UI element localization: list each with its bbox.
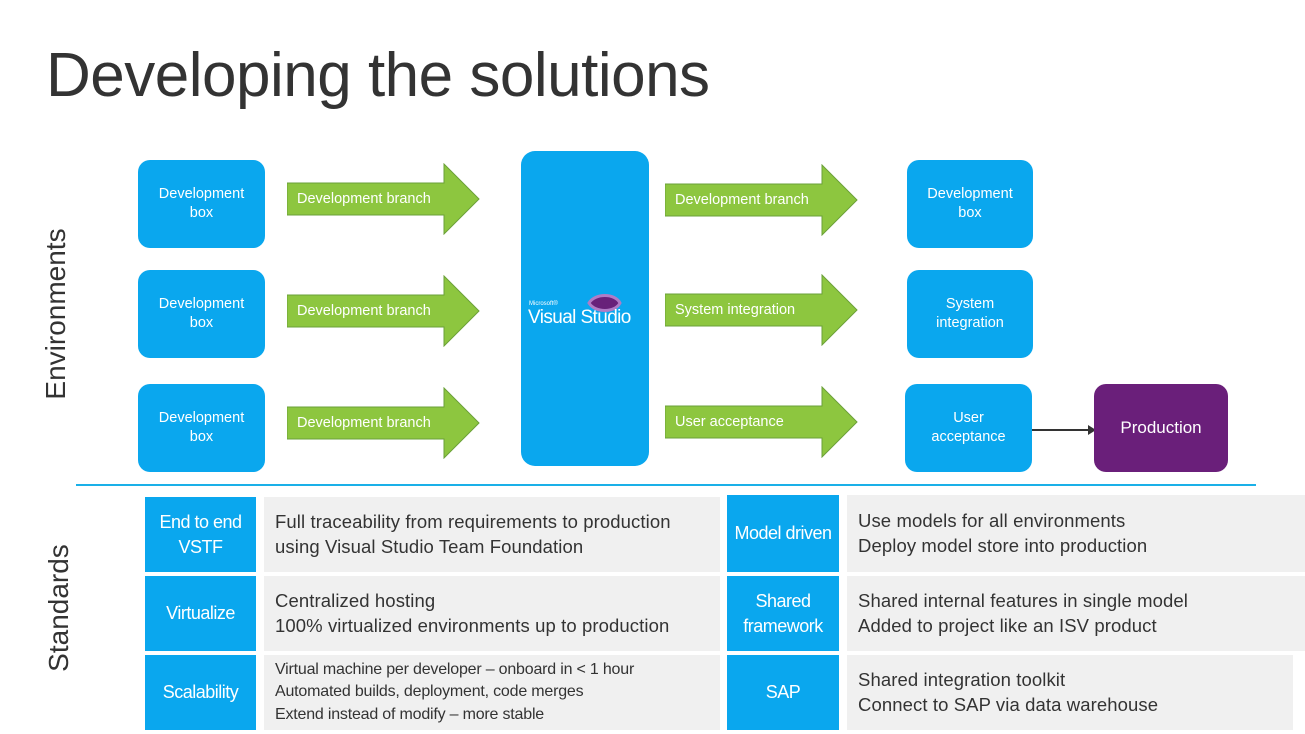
arrow-right-icon [665, 164, 858, 236]
standard-desc-line: Centralized hosting [275, 589, 436, 611]
target-box-2: System integration [907, 270, 1033, 358]
output-arrow-2: System integration [665, 274, 858, 346]
standard-label-vstf: End to end VSTF [145, 497, 256, 572]
standard-desc-line: Shared integration toolkit [858, 668, 1066, 690]
standard-desc-line: Full traceability from requirements to p… [275, 510, 671, 557]
standard-label-model-driven: Model driven [727, 495, 839, 572]
standard-desc-line: Use models for all environments [858, 509, 1126, 531]
section-label-standards: Standards [43, 544, 74, 672]
input-arrow-label: Development branch [297, 303, 431, 319]
vs-brand-small: Microsoft® [529, 301, 558, 307]
arrow-right-icon [287, 275, 480, 347]
connector-line [1032, 429, 1092, 431]
input-arrow-2: Development branch [287, 275, 480, 347]
section-divider [76, 484, 1256, 486]
output-arrow-1: Development branch [665, 164, 858, 236]
input-arrow-3: Development branch [287, 387, 480, 459]
standard-desc-line: Connect to SAP via data warehouse [858, 693, 1159, 715]
source-box-3: Development box [138, 384, 265, 472]
standard-desc-vstf: Full traceability from requirements to p… [264, 497, 720, 572]
standard-desc-virtualize: Centralized hosting 100% virtualized env… [264, 576, 720, 651]
connector-arrowhead-icon [1088, 425, 1096, 435]
output-arrow-label: User acceptance [675, 414, 784, 430]
standard-desc-shared-framework: Shared internal features in single model… [847, 576, 1305, 651]
input-arrow-1: Development branch [287, 163, 480, 235]
production-box: Production [1094, 384, 1228, 472]
standard-desc-line: Virtual machine per developer – onboard … [275, 660, 635, 678]
standard-desc-sap: Shared integration toolkit Connect to SA… [847, 655, 1293, 730]
standard-desc-scalability: Virtual machine per developer – onboard … [264, 655, 720, 730]
standard-desc-line: 100% virtualized environments up to prod… [275, 614, 670, 636]
vs-brand-name: Visual Studio [528, 307, 631, 328]
output-arrow-label: System integration [675, 302, 796, 318]
visual-studio-hub: Microsoft® Visual Studio [521, 151, 649, 466]
output-arrow-label: Development branch [675, 192, 809, 208]
standard-label-shared-framework: Shared framework [727, 576, 839, 651]
visual-studio-logo-icon [587, 294, 622, 312]
source-box-1: Development box [138, 160, 265, 248]
arrow-right-icon [665, 386, 858, 458]
arrow-right-icon [665, 274, 858, 346]
source-box-2: Development box [138, 270, 265, 358]
standard-desc-line: Extend instead of modify – more stable [275, 705, 544, 723]
standard-desc-line: Shared internal features in single model [858, 589, 1188, 611]
page-title: Developing the solutions [46, 41, 710, 110]
standard-label-virtualize: Virtualize [145, 576, 256, 651]
standard-label-sap: SAP [727, 655, 839, 730]
section-label-environments: Environments [40, 228, 71, 400]
target-box-1: Development box [907, 160, 1033, 248]
arrow-right-icon [287, 163, 480, 235]
input-arrow-label: Development branch [297, 191, 431, 207]
arrow-right-icon [287, 387, 480, 459]
standard-label-scalability: Scalability [145, 655, 256, 730]
output-arrow-3: User acceptance [665, 386, 858, 458]
target-box-3: User acceptance [905, 384, 1032, 472]
standard-desc-line: Added to project like an ISV product [858, 614, 1157, 636]
standard-desc-line: Deploy model store into production [858, 534, 1148, 556]
input-arrow-label: Development branch [297, 415, 431, 431]
standard-desc-model-driven: Use models for all environments Deploy m… [847, 495, 1305, 572]
standard-desc-line: Automated builds, deployment, code merge… [275, 683, 584, 701]
